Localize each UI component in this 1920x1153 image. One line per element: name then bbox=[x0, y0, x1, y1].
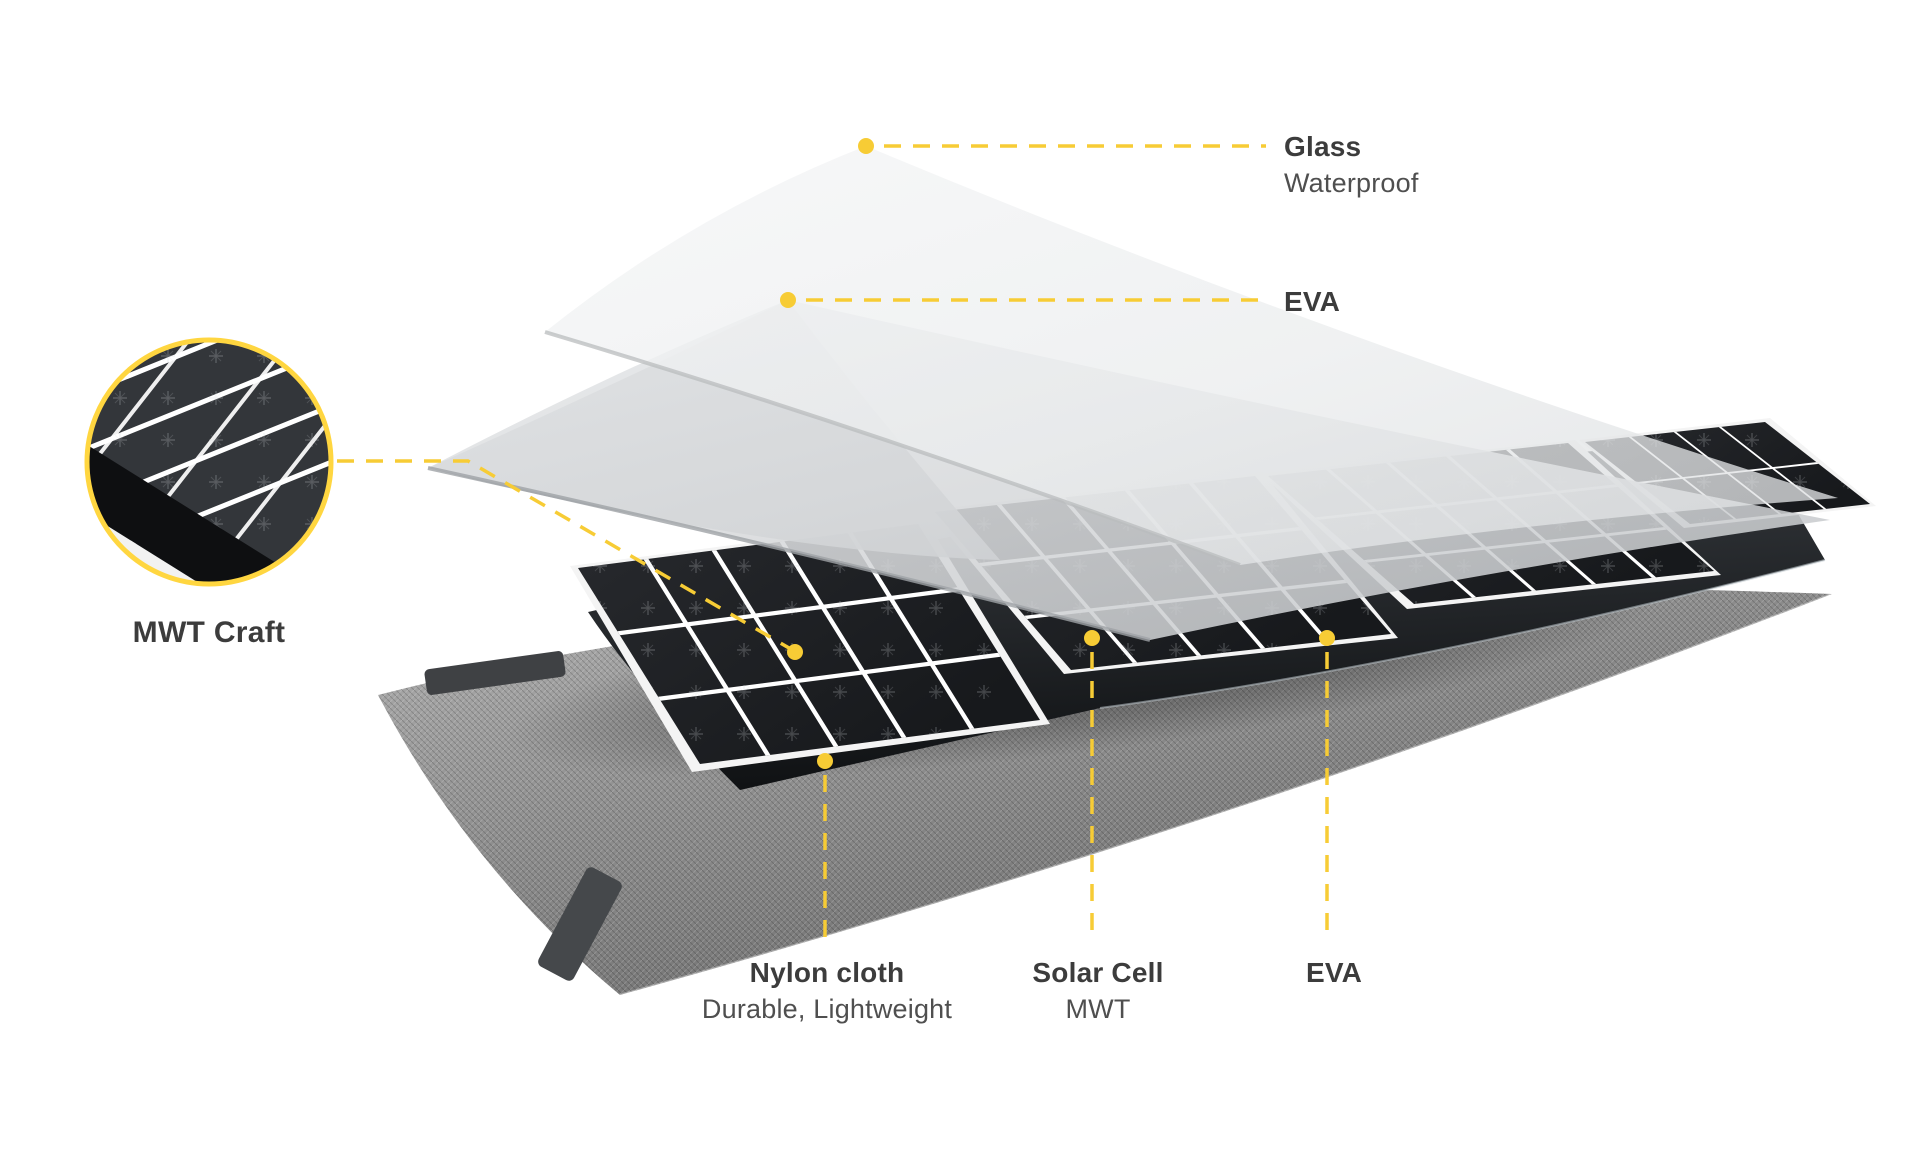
callout-nylon: Nylon cloth Durable, Lightweight bbox=[702, 753, 952, 1024]
magnifier-circle bbox=[84, 337, 334, 587]
callout-line-mwt-craft bbox=[337, 459, 790, 650]
glass-sheet bbox=[545, 146, 1838, 565]
label-glass-subtitle: Waterproof bbox=[1284, 168, 1419, 198]
callout-dot-mwt-craft bbox=[787, 644, 803, 660]
fabric-front-highlight bbox=[619, 592, 1833, 997]
fabric-strap-side bbox=[538, 867, 622, 981]
eva-bottom-edge-highlight bbox=[1099, 559, 1826, 709]
label-eva-bottom: EVA bbox=[1306, 957, 1362, 988]
glass-edge bbox=[544, 330, 1241, 567]
fabric-strap-top bbox=[424, 651, 566, 695]
callout-dot-glass bbox=[858, 138, 874, 154]
label-solar-cell-subtitle: MWT bbox=[1065, 994, 1130, 1024]
magnifier-ring bbox=[84, 337, 334, 587]
callout-glass: Glass Waterproof bbox=[858, 131, 1419, 198]
label-eva-top: EVA bbox=[1284, 286, 1340, 317]
callout-mwt-craft: MWT Craft bbox=[133, 459, 803, 660]
label-nylon-title: Nylon cloth bbox=[750, 957, 905, 988]
callout-solar-cell: Solar Cell MWT bbox=[1032, 630, 1163, 1024]
label-nylon-subtitle: Durable, Lightweight bbox=[702, 994, 952, 1024]
label-mwt-craft: MWT Craft bbox=[133, 616, 286, 649]
callout-eva-top: EVA bbox=[780, 286, 1340, 317]
callout-dot-eva-top bbox=[780, 292, 796, 308]
glass-layer bbox=[544, 146, 1838, 567]
label-solar-cell-title: Solar Cell bbox=[1032, 957, 1163, 988]
label-glass-title: Glass bbox=[1284, 131, 1361, 162]
callout-dot-nylon bbox=[817, 753, 833, 769]
eva-top-edge bbox=[427, 466, 1151, 642]
magnifier-cells bbox=[89, 342, 329, 582]
callout-eva-bottom: EVA bbox=[1306, 630, 1362, 988]
callout-dot-solar-cell bbox=[1084, 630, 1100, 646]
callout-dot-eva-bottom bbox=[1319, 630, 1335, 646]
